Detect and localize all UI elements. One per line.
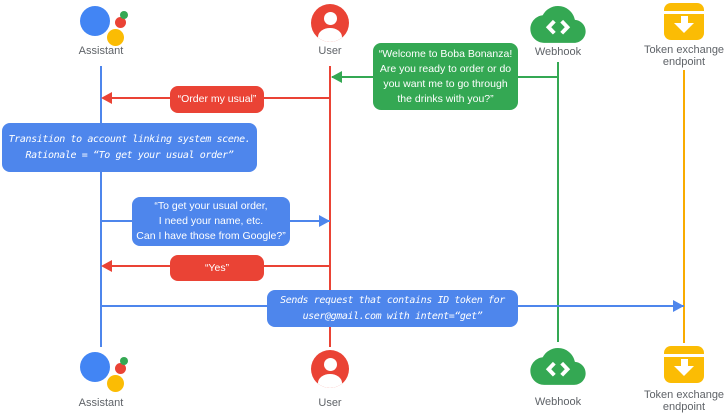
assistant-icon xyxy=(79,351,129,393)
cloud-code-glyph xyxy=(530,6,586,43)
user-icon xyxy=(311,350,349,388)
message-line: Rationale = “To get your usual order” xyxy=(25,149,234,161)
user-head-shape xyxy=(323,358,337,371)
message-line: “Welcome to Boba Bonanza! xyxy=(378,47,513,60)
assistant-label-bottom: Assistant xyxy=(78,397,124,409)
webhook-lifeline xyxy=(557,62,559,342)
message-line: “To get your usual order, xyxy=(154,200,268,212)
token-label-line: Token exchange xyxy=(643,44,725,56)
token-label-line: endpoint xyxy=(662,401,706,413)
message-line: “Order my usual” xyxy=(177,93,257,105)
message-line: I need your name, etc. xyxy=(158,215,264,227)
message-line: you want me to go through xyxy=(383,77,508,90)
ask-permission-message-bubble: “To get your usual order, I need your na… xyxy=(132,197,290,246)
message-line: user@gmail.com with intent=“get” xyxy=(302,310,483,322)
download-arrow-stem xyxy=(680,16,688,24)
arrowhead-left-icon xyxy=(101,92,112,104)
user-label-bottom: User xyxy=(318,397,342,409)
download-arrow-stem xyxy=(680,359,688,367)
webhook-cloud-icon xyxy=(530,348,586,386)
arrowhead-left-icon xyxy=(331,71,342,83)
message-line: Sends request that contains ID token for xyxy=(280,294,505,306)
transition-note-bubble: Transition to account linking system sce… xyxy=(2,123,257,172)
assistant-yellow-circle xyxy=(107,374,124,392)
send-request-message-bubble: Sends request that contains ID token for… xyxy=(267,290,518,327)
token-endpoint-icon xyxy=(664,3,704,40)
webhook-label-bottom: Webhook xyxy=(534,396,582,408)
download-arrow-head xyxy=(674,23,694,33)
order-usual-message-bubble: “Order my usual” xyxy=(170,86,264,113)
assistant-yellow-circle xyxy=(107,28,124,46)
message-line: Are you ready to order or do xyxy=(379,62,512,75)
arrowhead-left-icon xyxy=(101,260,112,272)
assistant-label-top: Assistant xyxy=(78,45,124,57)
welcome-message-bubble: “Welcome to Boba Bonanza! Are you ready … xyxy=(373,43,518,110)
user-icon xyxy=(311,4,349,42)
assistant-icon xyxy=(79,5,129,47)
token-label-line: Token exchange xyxy=(643,389,725,401)
assistant-green-dot xyxy=(119,10,128,19)
user-label-top: User xyxy=(318,45,342,57)
archive-slot-shape xyxy=(664,11,704,14)
user-shoulders-shape xyxy=(318,28,342,42)
download-arrow-head xyxy=(674,366,694,376)
archive-slot-shape xyxy=(664,354,704,357)
token-endpoint-icon xyxy=(664,346,704,383)
cloud-code-glyph xyxy=(530,348,586,385)
assistant-lifeline xyxy=(100,66,102,347)
assistant-blue-circle xyxy=(80,6,110,36)
yes-message-bubble: “Yes” xyxy=(170,255,264,281)
token-label-line: endpoint xyxy=(662,56,706,68)
token-label-top: Token exchange endpoint xyxy=(639,44,725,68)
webhook-cloud-icon xyxy=(530,6,586,44)
token-endpoint-lifeline xyxy=(683,70,685,343)
arrowhead-right-icon xyxy=(319,215,330,227)
message-line: “Yes” xyxy=(204,261,230,274)
token-label-bottom: Token exchange endpoint xyxy=(639,389,725,413)
user-lifeline xyxy=(329,66,331,347)
assistant-green-dot xyxy=(119,356,128,365)
user-shoulders-shape xyxy=(318,374,342,388)
assistant-red-circle xyxy=(115,17,126,28)
message-line: Transition to account linking system sce… xyxy=(8,133,251,145)
message-line: Can I have those from Google?” xyxy=(136,230,286,242)
user-head-shape xyxy=(323,12,337,25)
message-line: the drinks with you?” xyxy=(397,92,494,105)
assistant-red-circle xyxy=(115,363,126,374)
assistant-blue-circle xyxy=(80,352,110,382)
webhook-label-top: Webhook xyxy=(534,46,582,58)
arrowhead-right-icon xyxy=(673,300,684,312)
